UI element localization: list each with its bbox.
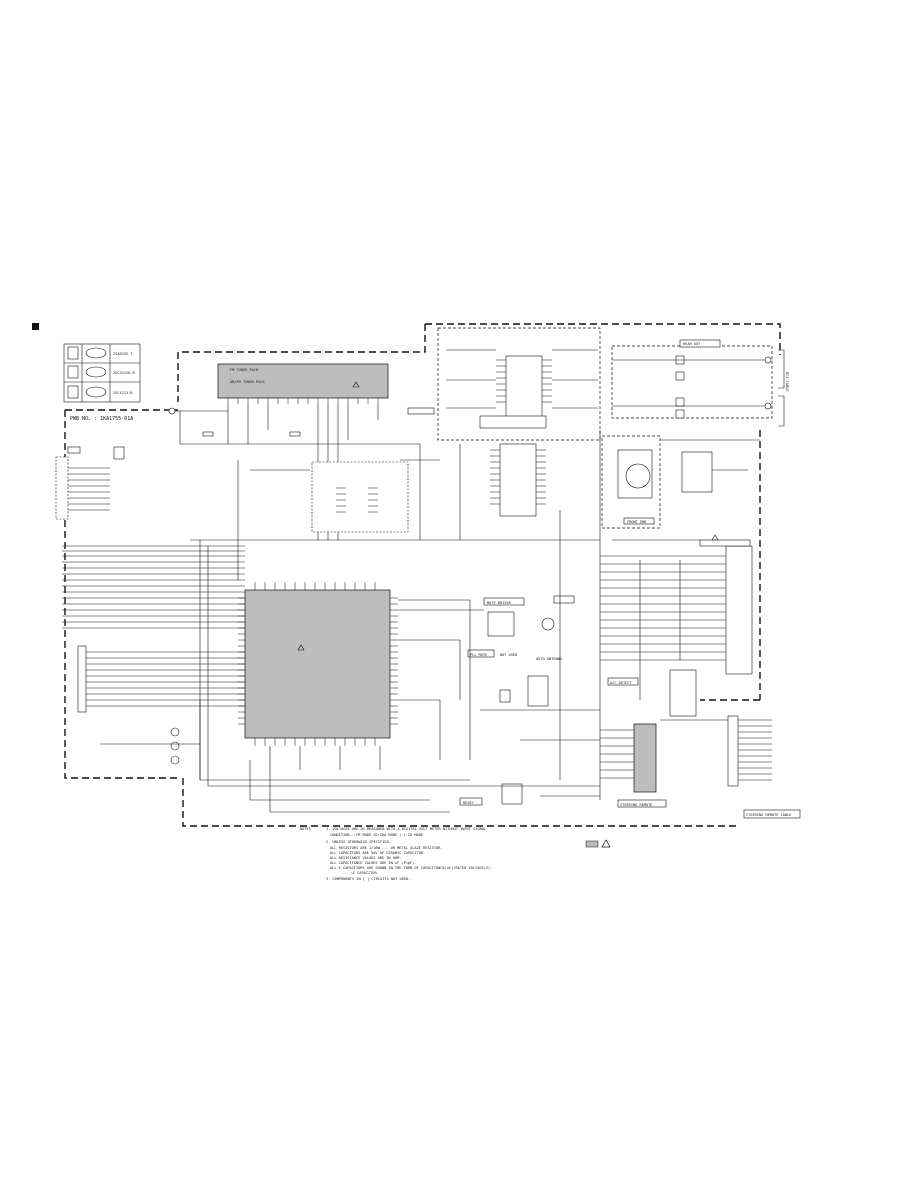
note-line-5: ALL CAPACITORS ARE 50V OF CERAMIC CAPACI… <box>330 851 425 855</box>
note-line-4: ALL RESISTORS ARE 1/16W --- OR METAL GLA… <box>330 846 443 850</box>
steering-remote-ic: STEERING REMOTE <box>600 723 667 808</box>
rear-out-label: REAR OUT <box>683 342 701 346</box>
note-line-3: 2. UNLESS OTHERWISE SPECIFIED, <box>326 840 391 844</box>
reset-label: RESET <box>463 801 475 805</box>
note-line-1: 1. VOLTAGES ARE DC-MEASURED WITH A DIGIT… <box>326 827 486 831</box>
tuner-pack: FM TUNER PACK AM/FM TUNER PACK <box>217 363 389 404</box>
lower-left-components <box>100 700 201 780</box>
notes-title: NOTES <box>300 827 311 831</box>
front-end-label: FRONT END <box>627 520 646 524</box>
transistor-legend: 2SA933S-T 2SC2412K-R 2SC4213-B <box>63 343 141 403</box>
rca-cable-label: RCA CABLE <box>785 372 789 391</box>
legend-part-3: 2SC4213-B <box>113 391 132 395</box>
front-end-region: FRONT END <box>601 435 760 529</box>
note-line-8: ALL E CAPACITORS ARE SHOWN IN THE FORM O… <box>330 866 492 870</box>
mute-driver-block: MUTE DRIVER <box>483 595 575 637</box>
acc-detect-label: ACC DETECT <box>610 681 632 685</box>
note-line-9: --- :E CAPACITOR <box>342 871 377 875</box>
internal-wiring <box>190 430 728 813</box>
auto-antenna-label: AUTO ANTENNA <box>536 657 563 661</box>
right-main-connector <box>600 539 753 675</box>
small-ic-center <box>311 461 409 533</box>
acc-detect-block: ACC DETECT <box>607 669 697 717</box>
tuner-pack-subtitle: AM/FM TUNER PACK <box>230 380 265 384</box>
pll-mute-block: PLL MUTE NOT USED AUTO ANTENNA <box>467 649 563 707</box>
main-microcontroller <box>238 582 398 746</box>
legend-part-2: 2SC2412K-R <box>113 371 135 375</box>
pll-mute-label: PLL MUTE <box>470 653 487 657</box>
section-marker <box>32 323 39 330</box>
rear-out-section: REAR OUT RCA CABLE <box>611 339 789 427</box>
steering-remote-label: STEERING REMOTE <box>620 803 652 807</box>
note-line-7: ALL CAPACITANCE VALUES ARE IN uF (P=pF). <box>330 861 417 865</box>
legend-part-1: 2SA933S-T <box>113 352 133 356</box>
remote-cable-label: STEERING REMOTE CABLE <box>746 813 791 817</box>
pwb-label: PWB NO. : 1KA1755-01A <box>70 416 133 422</box>
note-line-10: 3. COMPONENTS IN [ ] CIRCUITS NOT USED. <box>326 877 410 881</box>
board-outline <box>64 323 781 827</box>
mute-driver-label: MUTE DRIVER <box>487 601 512 605</box>
left-connector <box>55 446 125 520</box>
safety-warning-marker <box>352 381 719 848</box>
reset-block: RESET <box>459 783 523 806</box>
tuner-pack-title: FM TUNER PACK <box>230 368 259 372</box>
left-signal-bus <box>62 545 245 629</box>
lower-right-connector: STEERING REMOTE CABLE <box>727 715 801 819</box>
notes-section: NOTES 1. VOLTAGES ARE DC-MEASURED WITH A… <box>300 827 492 881</box>
lower-left-connector <box>77 645 245 713</box>
audio-processor-ic <box>490 443 546 517</box>
note-line-2: CONDITION---FM MODE CD:CD# MODE ( ):CD M… <box>330 833 423 837</box>
note-line-6: ALL RESISTANCE VALUES ARE IN OHM. <box>330 856 401 860</box>
upper-audio-region <box>437 327 601 441</box>
not-used-label: NOT USED <box>500 653 517 657</box>
